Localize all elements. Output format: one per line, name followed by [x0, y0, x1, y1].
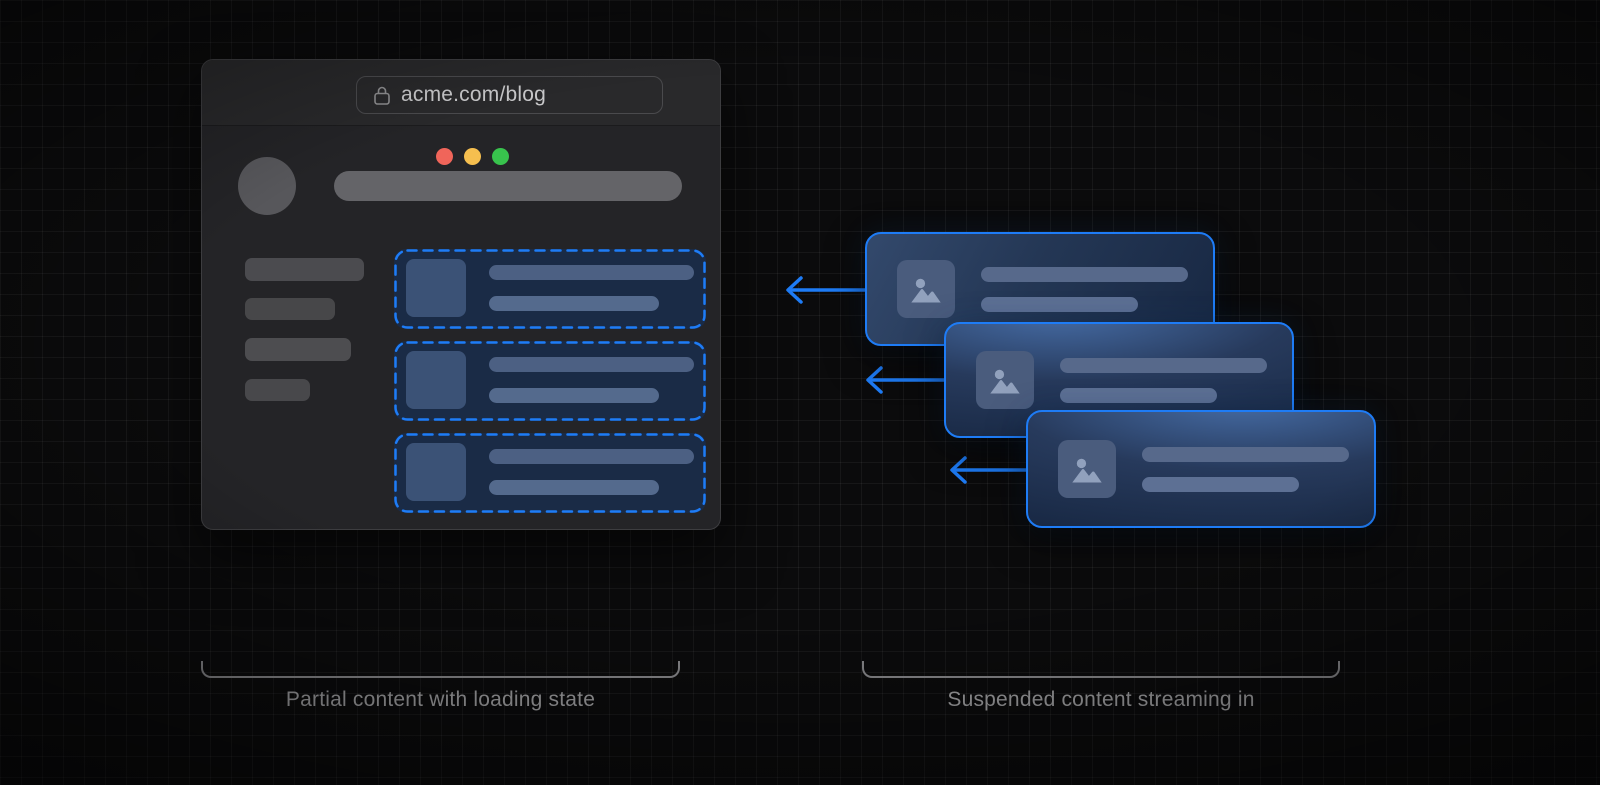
group-bracket [862, 661, 1340, 678]
lock-icon [374, 86, 390, 105]
text-skeleton-bar [489, 265, 694, 280]
sidebar-skeleton-bar [245, 338, 351, 361]
thumbnail-skeleton [406, 351, 466, 409]
text-skeleton-bar [1142, 446, 1349, 462]
traffic-light-close-icon [436, 148, 453, 165]
arrow-left-icon [866, 366, 948, 394]
streaming-card [1026, 410, 1376, 528]
suspense-slot [394, 433, 706, 513]
text-skeleton-bar [1142, 476, 1299, 492]
caption-suspended-content: Suspended content streaming in [947, 688, 1255, 711]
text-skeleton-bar [489, 296, 659, 311]
arrow-left-icon [950, 456, 1032, 484]
image-icon [911, 278, 941, 303]
text-skeleton-bar [981, 296, 1138, 312]
image-icon [990, 369, 1020, 394]
sidebar-skeleton-bar [245, 298, 335, 320]
thumbnail-skeleton [406, 259, 466, 317]
text-skeleton-bar [1060, 387, 1217, 403]
caption-partial-content: Partial content with loading state [285, 688, 596, 711]
suspense-slot [394, 249, 706, 329]
suspense-slot [394, 341, 706, 421]
url-bar: acme.com/blog [356, 76, 663, 114]
browser-window: acme.com/blog [201, 59, 721, 530]
arrow-left-icon [786, 276, 868, 304]
sidebar-skeleton-bar [245, 258, 364, 281]
text-skeleton-bar [489, 388, 659, 403]
thumbnail-placeholder [976, 351, 1034, 409]
text-skeleton-bar [489, 449, 694, 464]
traffic-light-maximize-icon [492, 148, 509, 165]
text-skeleton-group [981, 266, 1188, 312]
group-bracket [201, 661, 680, 678]
thumbnail-placeholder [1058, 440, 1116, 498]
text-skeleton-group [1142, 446, 1349, 492]
sidebar-skeleton-bar [245, 379, 310, 401]
text-skeleton-bar [1060, 357, 1267, 373]
text-skeleton-bar [489, 480, 659, 495]
text-skeleton-bar [981, 266, 1188, 282]
url-text: acme.com/blog [401, 83, 546, 106]
header-skeleton-bar [334, 171, 682, 201]
thumbnail-skeleton [406, 443, 466, 501]
image-icon [1072, 458, 1102, 483]
thumbnail-placeholder [897, 260, 955, 318]
traffic-light-minimize-icon [464, 148, 481, 165]
text-skeleton-bar [489, 357, 694, 372]
text-skeleton-group [1060, 357, 1267, 403]
avatar-skeleton [238, 157, 296, 215]
